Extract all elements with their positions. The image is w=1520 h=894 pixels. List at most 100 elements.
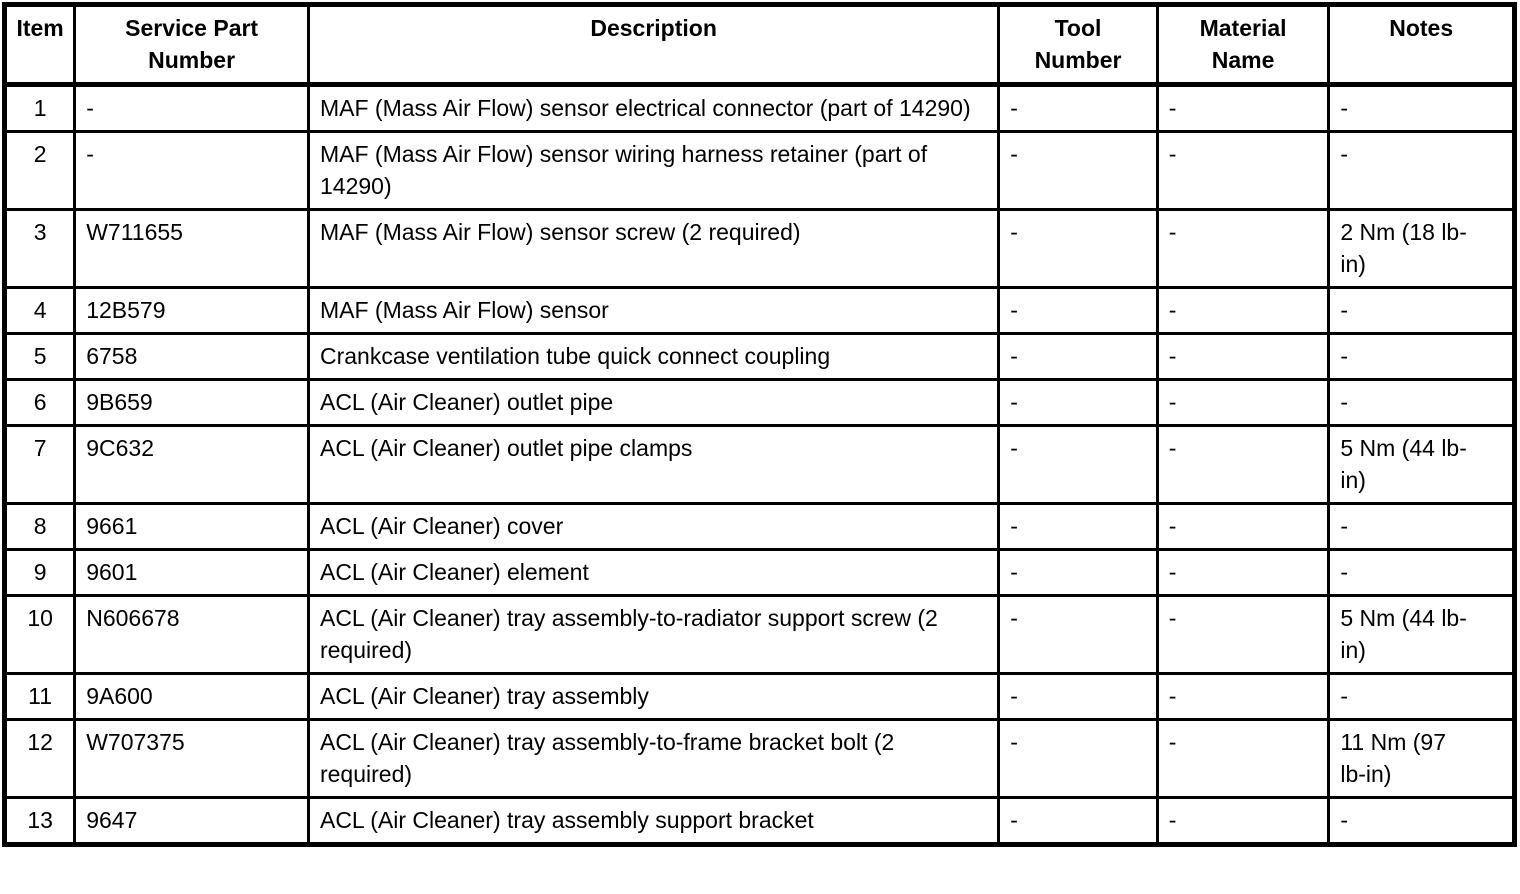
cell-service-part-number: 9647: [73, 796, 310, 846]
table-row: 2-MAF (Mass Air Flow) sensor wiring harn…: [2, 130, 1516, 211]
cell-notes: -: [1327, 672, 1516, 721]
cell-item: 10: [2, 594, 77, 675]
parts-table-body: 1-MAF (Mass Air Flow) sensor electrical …: [2, 83, 1516, 846]
cell-item: 12: [2, 718, 77, 799]
cell-service-part-number: 6758: [73, 332, 310, 381]
cell-material-name: -: [1155, 502, 1331, 551]
cell-item: 9: [2, 548, 77, 597]
cell-notes: -: [1327, 796, 1516, 846]
cell-notes: -: [1327, 548, 1516, 597]
cell-item: 6: [2, 378, 77, 427]
cell-notes: -: [1327, 378, 1516, 427]
col-header-material-name: Material Name: [1155, 3, 1331, 87]
cell-tool-number: -: [997, 502, 1159, 551]
cell-notes: 2 Nm (18 lb-in): [1327, 208, 1516, 289]
col-header-item: Item: [2, 3, 77, 87]
cell-service-part-number: 9A600: [73, 672, 310, 721]
cell-description: MAF (Mass Air Flow) sensor electrical co…: [306, 83, 1001, 133]
cell-notes: -: [1327, 286, 1516, 335]
cell-material-name: -: [1155, 424, 1331, 505]
cell-material-name: -: [1155, 286, 1331, 335]
cell-service-part-number: 12B579: [73, 286, 310, 335]
cell-item: 2: [2, 130, 77, 211]
cell-notes: -: [1327, 332, 1516, 381]
table-row: 1-MAF (Mass Air Flow) sensor electrical …: [2, 83, 1516, 133]
cell-material-name: -: [1155, 208, 1331, 289]
parts-table: Item Service Part Number Description Too…: [2, 2, 1517, 847]
col-header-service-part-number: Service Part Number: [73, 3, 310, 87]
cell-material-name: -: [1155, 718, 1331, 799]
cell-description: ACL (Air Cleaner) element: [306, 548, 1001, 597]
cell-item: 11: [2, 672, 77, 721]
cell-notes: -: [1327, 83, 1516, 133]
cell-tool-number: -: [997, 286, 1159, 335]
cell-description: ACL (Air Cleaner) tray assembly support …: [306, 796, 1001, 846]
cell-service-part-number: -: [73, 83, 310, 133]
cell-tool-number: -: [997, 83, 1159, 133]
cell-description: ACL (Air Cleaner) cover: [306, 502, 1001, 551]
cell-description: ACL (Air Cleaner) outlet pipe clamps: [306, 424, 1001, 505]
cell-material-name: -: [1155, 378, 1331, 427]
cell-notes: 11 Nm (97 lb-in): [1327, 718, 1516, 799]
cell-notes: 5 Nm (44 lb-in): [1327, 594, 1516, 675]
cell-material-name: -: [1155, 332, 1331, 381]
cell-material-name: -: [1155, 796, 1331, 846]
cell-service-part-number: 9C632: [73, 424, 310, 505]
cell-description: MAF (Mass Air Flow) sensor screw (2 requ…: [306, 208, 1001, 289]
cell-service-part-number: W711655: [73, 208, 310, 289]
cell-tool-number: -: [997, 332, 1159, 381]
cell-service-part-number: 9B659: [73, 378, 310, 427]
cell-tool-number: -: [997, 424, 1159, 505]
cell-description: MAF (Mass Air Flow) sensor: [306, 286, 1001, 335]
cell-item: 13: [2, 796, 77, 846]
cell-description: Crankcase ventilation tube quick connect…: [306, 332, 1001, 381]
cell-material-name: -: [1155, 672, 1331, 721]
header-row: Item Service Part Number Description Too…: [2, 3, 1516, 87]
col-header-description: Description: [306, 3, 1001, 87]
cell-service-part-number: 9601: [73, 548, 310, 597]
col-header-notes: Notes: [1327, 3, 1516, 87]
cell-material-name: -: [1155, 130, 1331, 211]
cell-notes: -: [1327, 502, 1516, 551]
cell-service-part-number: -: [73, 130, 310, 211]
cell-item: 3: [2, 208, 77, 289]
cell-service-part-number: W707375: [73, 718, 310, 799]
cell-material-name: -: [1155, 83, 1331, 133]
cell-tool-number: -: [997, 548, 1159, 597]
cell-tool-number: -: [997, 796, 1159, 846]
col-header-tool-number: Tool Number: [997, 3, 1159, 87]
cell-tool-number: -: [997, 130, 1159, 211]
cell-description: ACL (Air Cleaner) tray assembly-to-radia…: [306, 594, 1001, 675]
cell-material-name: -: [1155, 548, 1331, 597]
cell-service-part-number: N606678: [73, 594, 310, 675]
cell-description: ACL (Air Cleaner) tray assembly: [306, 672, 1001, 721]
cell-notes: 5 Nm (44 lb-in): [1327, 424, 1516, 505]
cell-item: 8: [2, 502, 77, 551]
cell-tool-number: -: [997, 718, 1159, 799]
cell-description: MAF (Mass Air Flow) sensor wiring harnes…: [306, 130, 1001, 211]
cell-tool-number: -: [997, 208, 1159, 289]
cell-item: 1: [2, 83, 77, 133]
cell-item: 4: [2, 286, 77, 335]
cell-item: 7: [2, 424, 77, 505]
cell-item: 5: [2, 332, 77, 381]
cell-tool-number: -: [997, 378, 1159, 427]
cell-description: ACL (Air Cleaner) tray assembly-to-frame…: [306, 718, 1001, 799]
cell-service-part-number: 9661: [73, 502, 310, 551]
cell-tool-number: -: [997, 594, 1159, 675]
cell-tool-number: -: [997, 672, 1159, 721]
cell-description: ACL (Air Cleaner) outlet pipe: [306, 378, 1001, 427]
cell-notes: -: [1327, 130, 1516, 211]
cell-material-name: -: [1155, 594, 1331, 675]
